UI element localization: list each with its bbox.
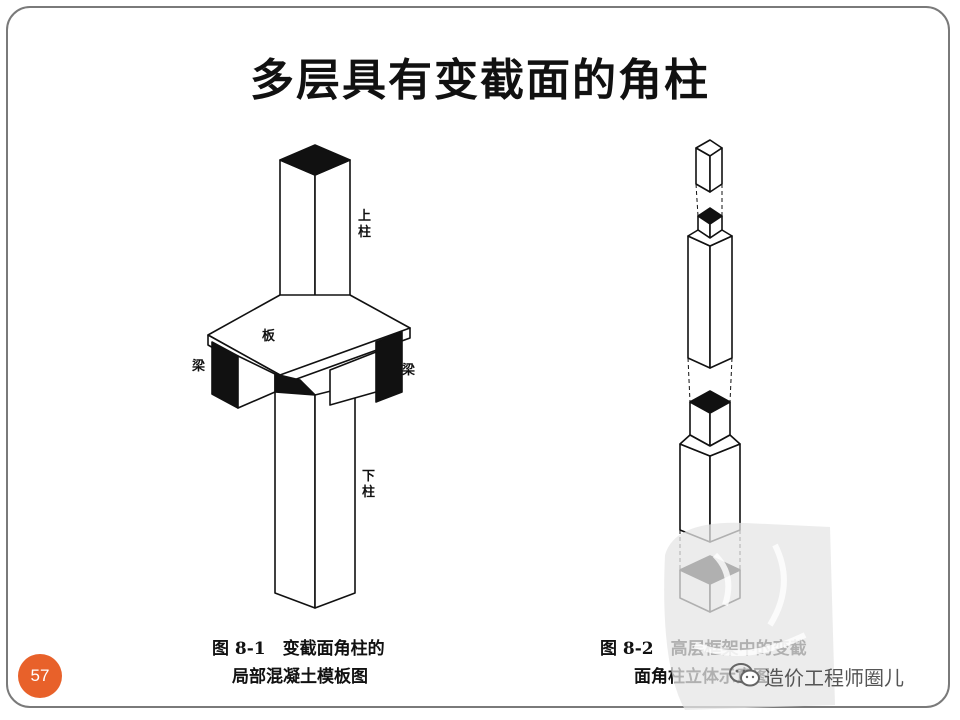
segment-2-side [709,235,733,369]
dashed-link-2b [729,357,733,403]
corner-column-formwork-diagram: 上 柱 板 梁 梁 下 柱 [180,130,440,615]
slide-title: 多层具有变截面的角柱 [250,55,710,106]
lower-column-label-2: 柱 [362,484,375,500]
beam-label-left: 梁 [191,358,206,374]
dashed-link-1a [695,183,699,217]
figure-left-caption-line1: 图 8-1 变截面角柱的 [212,639,385,659]
right-beam-face [375,331,403,403]
upper-column-top-section [279,144,351,176]
watermark-stamp [655,515,840,715]
upper-column-front-face [279,159,316,311]
beam-junction-shadow [274,373,316,396]
segment-1-front [695,147,711,193]
watermark-text: 造价工程师圈儿 [764,666,904,690]
slab-label: 板 [262,328,276,344]
upper-column-label-1: 上 [358,209,371,224]
beam-label-right: 梁 [401,362,416,378]
lower-column-label-1: 下 [362,469,375,484]
dashed-link-2a [687,357,691,403]
segment-3-shoulder [679,434,741,457]
right-beam-soffit [329,351,377,406]
segment-2-front [687,235,711,369]
wechat-icon [728,662,762,688]
figure-left-caption-line2: 局部混凝土模板图 [232,667,368,687]
lower-column-side-face [314,384,356,609]
upper-column-side-face [314,159,351,311]
segment-1-side [709,147,723,193]
segment-2-shoulder [687,229,733,247]
page-number-badge: 57 [18,654,62,698]
lower-column-front-face [274,384,316,609]
upper-column-label-2: 柱 [358,224,371,240]
